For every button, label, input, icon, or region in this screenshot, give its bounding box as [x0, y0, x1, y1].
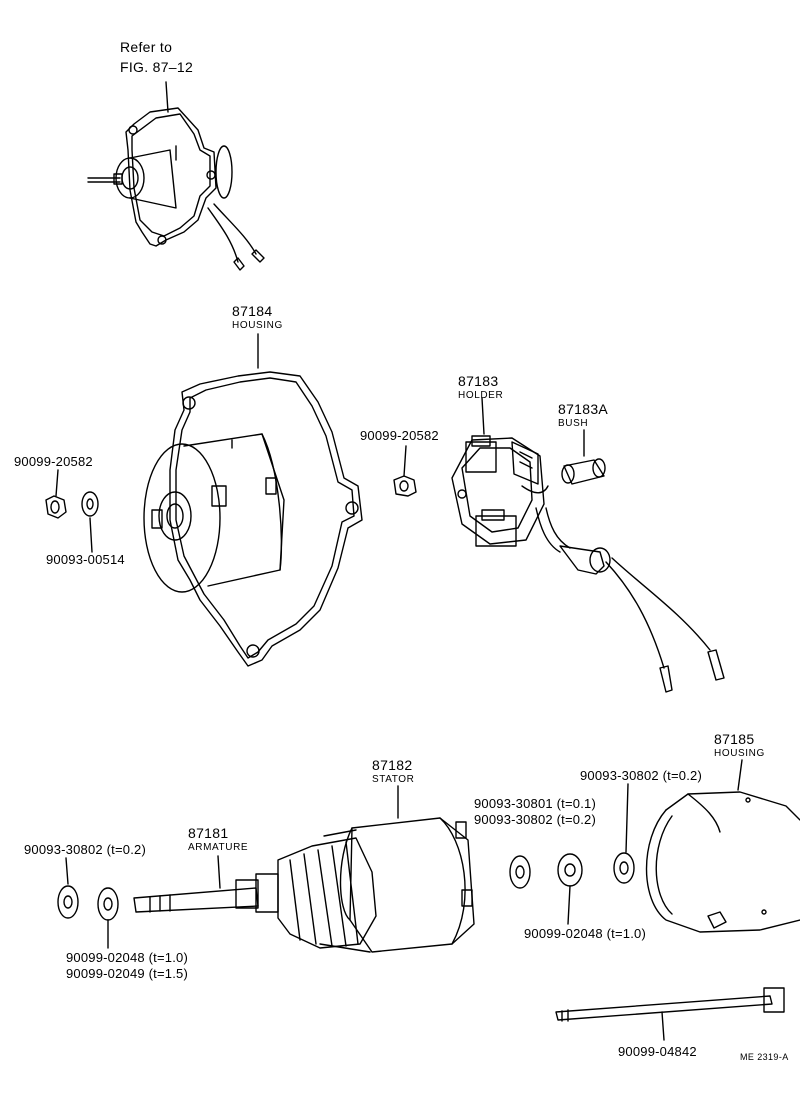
part-number-87184: 87184	[232, 303, 273, 319]
armature-87181	[57, 837, 377, 949]
part-number-87181: 87181	[188, 825, 229, 841]
through-bolt-drawing	[555, 987, 785, 1041]
mid-washers-drawing	[509, 783, 635, 925]
part-number-87182: 87182	[372, 757, 413, 773]
part-name-87182: STATOR	[372, 774, 415, 785]
fastener-washer-mid-1: 90093-30801 (t=0.1)	[474, 796, 596, 811]
part-number-87185: 87185	[714, 731, 755, 747]
fastener-washer-armature-left: 90093-30802 (t=0.2)	[24, 842, 146, 857]
fastener-washer-mid-2: 90093-30802 (t=0.2)	[474, 812, 596, 827]
figure-code: ME 2319-A	[740, 1052, 789, 1062]
fastener-washer-left: 90093-00514	[46, 552, 125, 567]
fastener-washer-mid-bottom: 90099-02048 (t=1.0)	[524, 926, 646, 941]
brush-holder-87183	[451, 397, 725, 693]
bush-87183A	[561, 429, 606, 485]
housing-87184	[143, 333, 363, 667]
reference-note-line2: FIG. 87–12	[120, 59, 194, 75]
part-name-87185: HOUSING	[714, 748, 765, 759]
left-fasteners-drawing	[45, 469, 99, 553]
fastener-nut-left: 90099-20582	[14, 454, 93, 469]
part-name-87184: HOUSING	[232, 320, 283, 331]
fastener-through-bolt: 90099-04842	[618, 1044, 697, 1059]
housing-87185	[645, 759, 800, 933]
stator-87182	[319, 785, 475, 953]
fastener-washer-armature-b1: 90099-02048 (t=1.0)	[66, 950, 188, 965]
reference-note-line1: Refer to	[120, 39, 173, 55]
part-name-87183A: BUSH	[558, 418, 589, 429]
reference-motor-assembly	[87, 81, 265, 271]
right-nut-drawing	[393, 445, 417, 497]
fastener-washer-armature-b2: 90099-02049 (t=1.5)	[66, 966, 188, 981]
fastener-nut-right: 90099-20582	[360, 428, 439, 443]
part-name-87181: ARMATURE	[188, 842, 249, 853]
part-number-87183A: 87183A	[558, 401, 609, 417]
part-number-87183: 87183	[458, 373, 499, 389]
part-name-87183: HOLDER	[458, 390, 504, 401]
fastener-washer-right: 90093-30802 (t=0.2)	[580, 768, 702, 783]
